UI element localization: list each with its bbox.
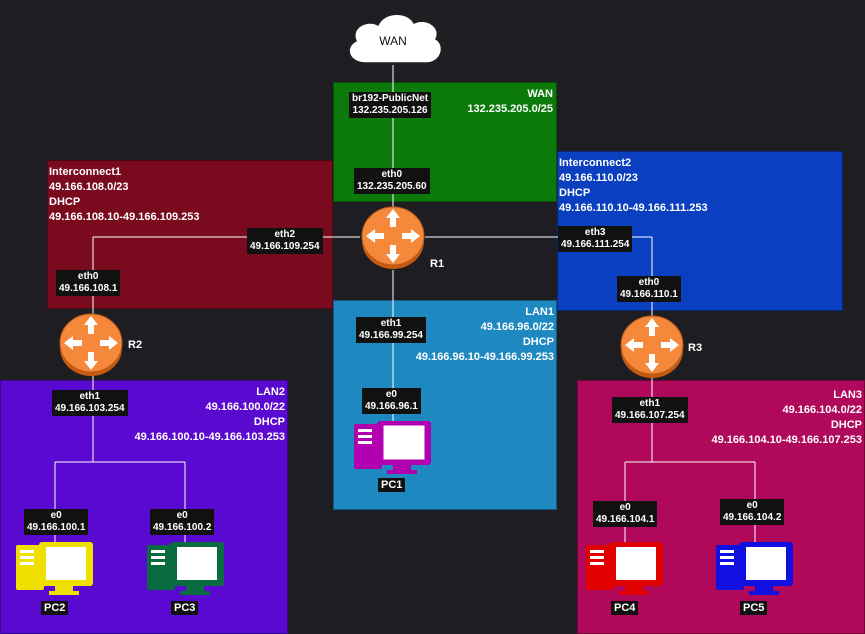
wan-cloud-label: WAN xyxy=(379,34,407,48)
router-r3-name: R3 xyxy=(688,342,703,354)
wan-cloud-icon: WAN xyxy=(348,13,443,64)
pc3-name: PC3 xyxy=(171,601,199,615)
pc5-name: PC5 xyxy=(740,601,768,615)
pc1-icon[interactable] xyxy=(353,420,433,475)
router-r1-name: R1 xyxy=(430,258,445,270)
pc2-name: PC2 xyxy=(41,601,69,615)
router-r2-name: R2 xyxy=(128,339,143,351)
pc4-name: PC4 xyxy=(611,601,639,615)
pc1-name: PC1 xyxy=(378,478,406,492)
pc4-icon[interactable] xyxy=(585,541,665,596)
pc5-icon[interactable] xyxy=(715,541,795,596)
lan2-zone xyxy=(0,380,288,634)
router-r1-icon[interactable] xyxy=(360,203,426,271)
router-r3-icon[interactable] xyxy=(619,312,685,380)
pc2-icon[interactable] xyxy=(15,541,95,596)
router-r2-icon[interactable] xyxy=(58,310,124,378)
pc3-icon[interactable] xyxy=(146,541,226,596)
